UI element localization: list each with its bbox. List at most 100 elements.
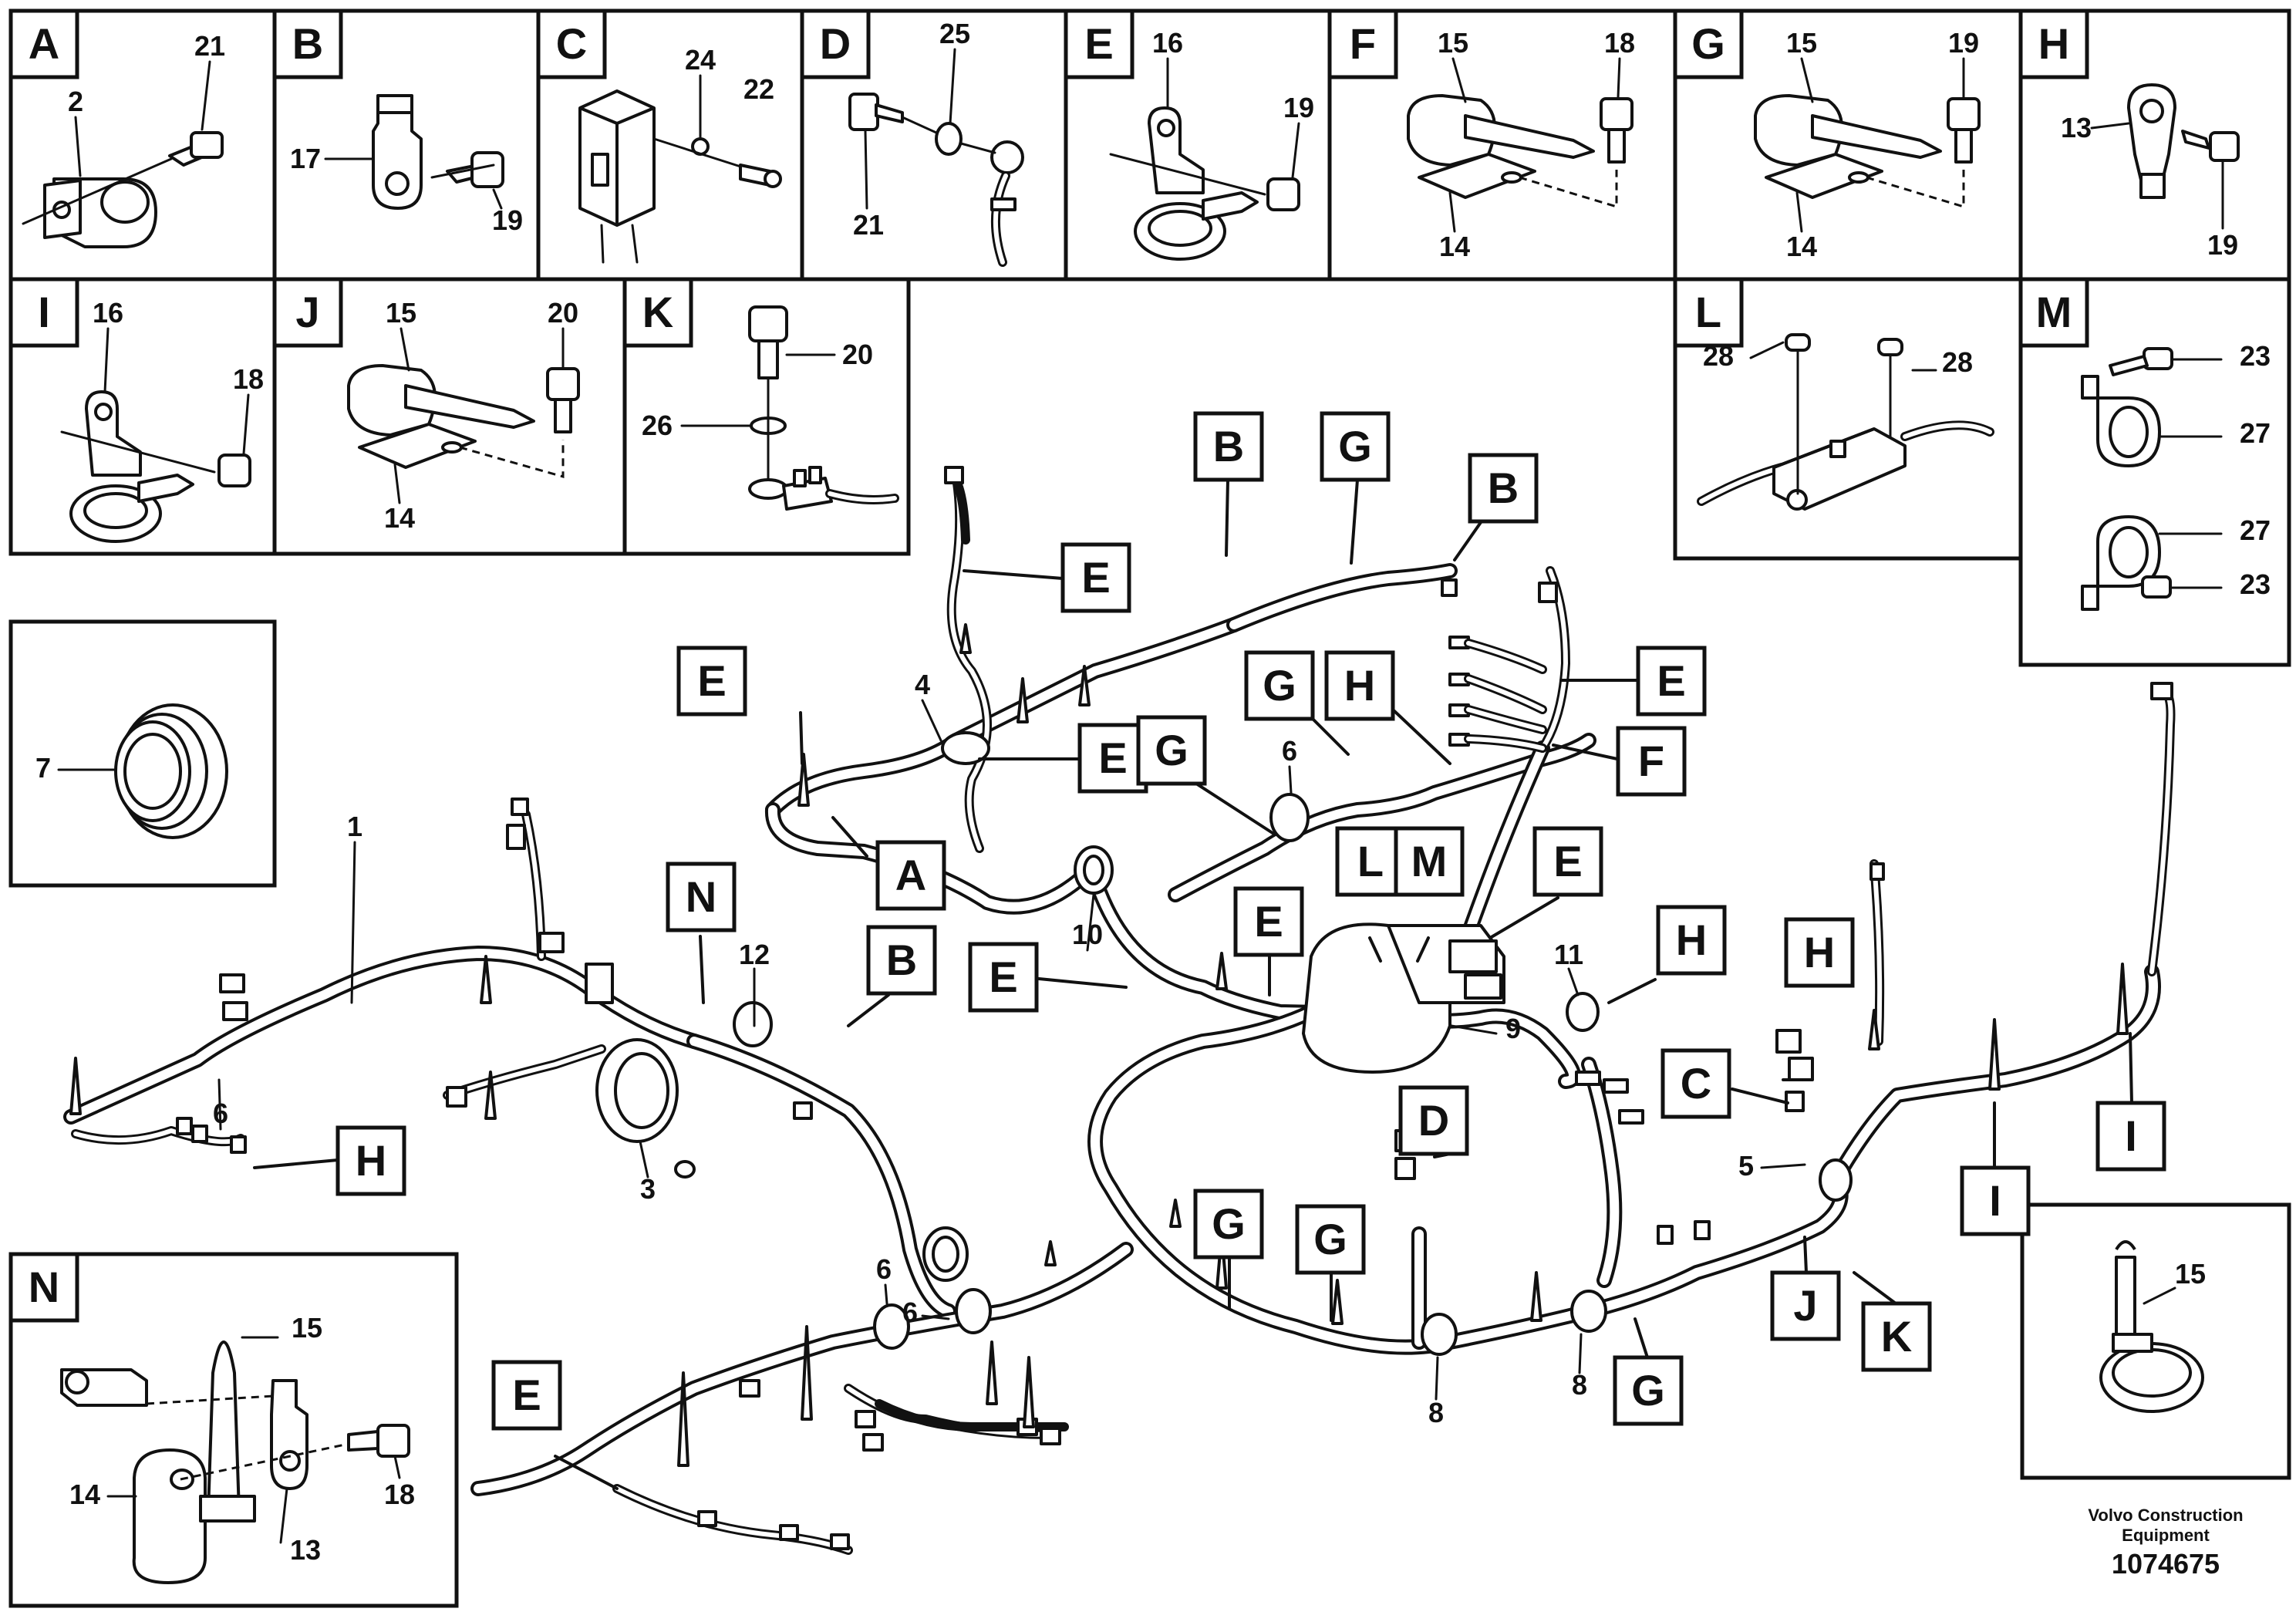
- panel-M-part-23-bottom: 23: [2240, 568, 2271, 600]
- callout-H-4: H: [356, 1136, 386, 1185]
- callout-num-8-right: 8: [1572, 1369, 1587, 1401]
- callout-G-2: G: [1263, 661, 1296, 710]
- callout-B-1: B: [1213, 422, 1244, 470]
- panel-M-part-23-top: 23: [2240, 340, 2271, 372]
- callout-I-2: I: [2125, 1111, 2137, 1160]
- panel-15: 15: [2020, 1202, 2291, 1480]
- panel-E-part-19: 19: [1283, 92, 1314, 123]
- panel-15-part-15: 15: [2175, 1258, 2206, 1290]
- panel-7: 7: [8, 619, 277, 888]
- callout-num-1: 1: [347, 811, 362, 842]
- panel-J-part-15: 15: [386, 297, 416, 329]
- panel-H-part-19: 19: [2207, 229, 2238, 261]
- callout-A-1: A: [895, 851, 926, 899]
- callout-G-1: G: [1338, 422, 1372, 470]
- callout-H-2: H: [1676, 916, 1707, 964]
- panel-L-letter: L: [1695, 288, 1721, 336]
- callout-I-1: I: [1989, 1176, 2001, 1225]
- main-harness: [63, 466, 2176, 1555]
- panel-J-part-20: 20: [548, 297, 578, 329]
- panel-M-part-27-top: 27: [2240, 417, 2271, 449]
- callout-N-1: N: [686, 872, 716, 921]
- panel-G-part-19: 19: [1948, 27, 1979, 59]
- callout-num-4: 4: [915, 669, 930, 700]
- panel-L-part-28-left: 28: [1703, 340, 1734, 372]
- callout-E-7: E: [989, 953, 1017, 1001]
- panel-H-part-13: 13: [2061, 112, 2092, 143]
- callout-num-5: 5: [1738, 1150, 1754, 1182]
- panel-C-part-24: 24: [685, 44, 716, 76]
- callout-E-8: E: [512, 1371, 541, 1419]
- callout-letters: E B G B E E E G H G F A L: [335, 411, 2166, 1431]
- panel-D-part-21: 21: [853, 209, 884, 241]
- panel-N-part-15: 15: [292, 1312, 322, 1344]
- callout-num-6-lower-b: 6: [902, 1297, 918, 1328]
- callout-num-12: 12: [739, 939, 770, 970]
- panel-B-part-19: 19: [492, 204, 523, 236]
- panel-J-letter: J: [295, 288, 319, 336]
- panel-J: J 15 20 14: [272, 277, 627, 556]
- panel-K-part-26: 26: [642, 410, 673, 441]
- panel-M-letter: M: [2036, 288, 2072, 336]
- panel-G-letter: G: [1691, 19, 1725, 68]
- panel-F-part-18: 18: [1604, 27, 1635, 59]
- panel-F-part-14: 14: [1439, 231, 1470, 262]
- callout-num-6-lower-a: 6: [876, 1253, 892, 1285]
- panel-E-part-16: 16: [1152, 27, 1183, 59]
- callout-H-1: H: [1344, 661, 1375, 710]
- callout-M-1: M: [1411, 837, 1448, 885]
- panel-A-letter: A: [29, 19, 59, 68]
- callout-E-6: E: [1254, 897, 1283, 946]
- panel-E-letter: E: [1084, 19, 1113, 68]
- panel-A-part-2: 2: [68, 86, 83, 117]
- panel-N-part-14: 14: [69, 1479, 100, 1510]
- callout-E-3: E: [697, 656, 726, 705]
- callout-C-1: C: [1681, 1059, 1711, 1108]
- panel-I: I 16 18: [8, 277, 277, 556]
- panel-N: N 15 18 14 13: [8, 1252, 459, 1608]
- drawing-number: 1074675: [2112, 1548, 2220, 1580]
- panel-D-part-25: 25: [939, 18, 970, 49]
- panel-N-letter: N: [29, 1263, 59, 1311]
- callout-num-8-left: 8: [1428, 1397, 1444, 1428]
- callout-numbers: 4 6 1 12 10 9 11 6 3 5 6 6 8 8: [213, 669, 1806, 1428]
- callout-F-1: F: [1638, 737, 1664, 785]
- callout-G-5: G: [1313, 1215, 1347, 1263]
- panel-I-part-16: 16: [93, 297, 123, 329]
- callout-G-3: G: [1155, 726, 1188, 774]
- panel-I-letter: I: [38, 288, 50, 336]
- panel-F: F 15 18 14: [1327, 8, 1677, 282]
- panel-L: L 28 28: [1673, 277, 2023, 561]
- panel-C: C 24 22: [536, 8, 804, 282]
- callout-D-1: D: [1418, 1096, 1449, 1145]
- panel-E: E 16 19: [1064, 8, 1332, 282]
- panel-B: B 17 19: [272, 8, 541, 282]
- panel-I-part-18: 18: [233, 363, 264, 395]
- panel-G: G 15 19 14: [1673, 8, 2023, 282]
- panel-7-part-7: 7: [35, 752, 51, 784]
- callout-E-1: E: [1081, 553, 1110, 602]
- callout-E-4: E: [1098, 733, 1127, 782]
- credit-line-2: Equipment: [2122, 1526, 2210, 1545]
- credit-line-1: Volvo Construction: [2088, 1506, 2243, 1525]
- panel-C-part-22: 22: [743, 73, 774, 105]
- panel-B-part-17: 17: [290, 143, 321, 174]
- callout-G-4: G: [1212, 1199, 1246, 1248]
- callout-num-6-top: 6: [1282, 735, 1297, 767]
- panel-G-part-15: 15: [1786, 27, 1817, 59]
- panel-A: A 21 2: [8, 8, 277, 282]
- callout-B-3: B: [886, 936, 917, 984]
- panel-A-part-21: 21: [194, 30, 225, 62]
- panel-B-letter: B: [292, 19, 323, 68]
- callout-H-3: H: [1804, 928, 1835, 976]
- panel-F-letter: F: [1350, 19, 1376, 68]
- panel-N-part-18: 18: [384, 1479, 415, 1510]
- panel-D-letter: D: [820, 19, 851, 68]
- callout-K-1: K: [1881, 1312, 1912, 1361]
- panel-H-letter: H: [2038, 19, 2069, 68]
- callout-L-1: L: [1357, 837, 1384, 885]
- panel-K-part-20: 20: [842, 339, 873, 370]
- callout-num-9: 9: [1505, 1013, 1521, 1044]
- callout-E-5: E: [1553, 837, 1582, 885]
